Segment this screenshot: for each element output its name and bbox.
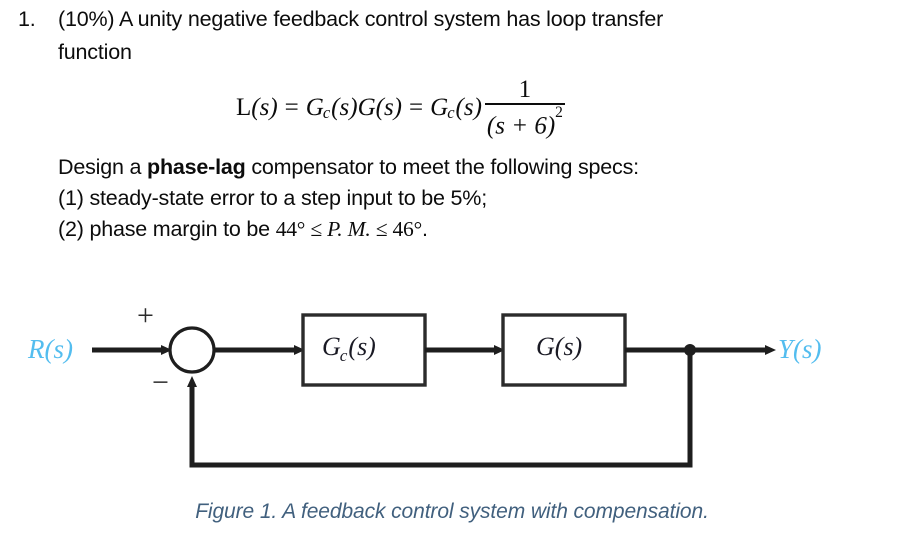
question-line-1: (10%) A unity negative feedback control …	[58, 7, 664, 31]
spec2-angle-low: 44°	[275, 217, 306, 241]
summing-junction	[168, 326, 216, 374]
eq-lhs-args: (s)	[251, 93, 278, 121]
block-diagram-svg	[92, 313, 776, 468]
plant-block	[501, 313, 627, 387]
eq-denominator-exponent: 2	[555, 104, 563, 121]
eq-g-symbol: G	[357, 93, 376, 121]
input-label-Rs: R(s)	[28, 334, 73, 364]
eq-gc2-subscript: c	[447, 102, 455, 122]
spec2-phase-margin-symbol: P. M.	[327, 217, 371, 241]
block-diagram: R(s) Y(s) + − Gc(s) G(s)	[0, 290, 904, 490]
eq-gc2-symbol: G	[430, 93, 449, 121]
eq-equals-2: =	[409, 93, 424, 121]
eq-denominator-base: (s + 6)	[486, 112, 556, 140]
eq-gc-args: (s)	[331, 93, 358, 121]
design-prefix: Design a	[58, 155, 148, 179]
eq-fraction-bar	[484, 103, 565, 105]
figure-caption: Figure 1. A feedback control system with…	[195, 500, 709, 523]
plus-sign-label: +	[137, 299, 154, 332]
eq-numerator: 1	[518, 76, 532, 103]
compensator-block	[301, 313, 427, 387]
feedback-path	[187, 350, 693, 468]
compensator-subscript: c	[339, 346, 348, 365]
plant-args: (s)	[554, 332, 583, 361]
spec2-prefix: (2) phase margin to be	[58, 217, 276, 241]
spec2-le-1: ≤	[305, 217, 328, 241]
design-bold-term: phase-lag	[147, 155, 246, 179]
compensator-symbol: G	[322, 332, 341, 361]
spec-item-1: (1) steady-state error to a step input t…	[58, 186, 487, 210]
spec2-le-2: ≤	[370, 217, 393, 241]
design-instruction: Design a phase-lag compensator to meet t…	[58, 152, 639, 182]
question-line-2: function	[58, 40, 132, 64]
spec2-angle-high: 46°	[392, 217, 423, 241]
eq-gc-symbol: G	[305, 93, 324, 121]
eq-lhs-L: L	[236, 93, 252, 121]
compensator-block-label: Gc(s)	[322, 332, 376, 365]
question-number: 1.	[18, 7, 36, 31]
eq-g-args: (s)	[375, 93, 403, 121]
spec-item-2: (2) phase margin to be 44° ≤ P. M. ≤ 46°…	[58, 214, 428, 244]
compensator-args: (s)	[348, 332, 376, 361]
spec2-suffix: .	[422, 217, 428, 241]
plant-block-label: G(s)	[536, 332, 582, 362]
eq-gc2-args: (s)	[455, 93, 482, 121]
output-label-Ys: Y(s)	[778, 334, 822, 364]
plant-symbol: G	[536, 332, 555, 361]
design-suffix: compensator to meet the following specs:	[245, 155, 639, 179]
eq-denominator: (s + 6)2	[485, 104, 565, 140]
minus-sign-label: −	[152, 366, 169, 399]
eq-fraction: 1 (s + 6)2	[484, 76, 565, 140]
eq-gc-subscript: c	[322, 102, 331, 122]
eq-equals-1: =	[284, 93, 299, 121]
